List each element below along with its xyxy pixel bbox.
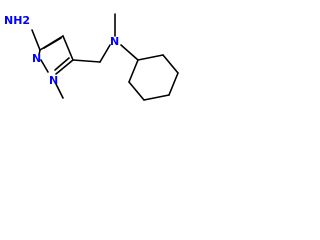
bond-cy3-cy4 bbox=[168, 72, 179, 96]
bond-c4-c5 bbox=[62, 35, 74, 61]
bond-c5-n1-double bbox=[54, 57, 70, 71]
bond-cy2-cy3 bbox=[162, 54, 179, 74]
bond-cy4-cy5 bbox=[143, 94, 170, 101]
bond-n2-c3 bbox=[38, 49, 41, 56]
bond-c5-n1 bbox=[55, 59, 74, 75]
amine-label: NH2 bbox=[4, 14, 30, 27]
bond-n1-n2 bbox=[40, 59, 49, 73]
molecule-structure: NH2 N N N bbox=[4, 13, 179, 101]
bond-c3-c4-double bbox=[43, 37, 62, 49]
bond-ch2-n bbox=[99, 44, 111, 63]
amine-n-label: N bbox=[110, 35, 119, 48]
bond-n1-methyl bbox=[55, 83, 64, 99]
ring-n2-label: N bbox=[32, 52, 41, 65]
bond-c3-nh2 bbox=[31, 29, 41, 51]
bond-cy5-cy6 bbox=[128, 81, 145, 101]
bond-cy6-cy1 bbox=[128, 59, 139, 83]
bond-cy1-cy2 bbox=[137, 54, 164, 61]
bond-c5-ch2 bbox=[72, 59, 101, 63]
bond-n-cyclohexyl bbox=[120, 44, 139, 61]
ring-n1-label: N bbox=[49, 74, 58, 87]
